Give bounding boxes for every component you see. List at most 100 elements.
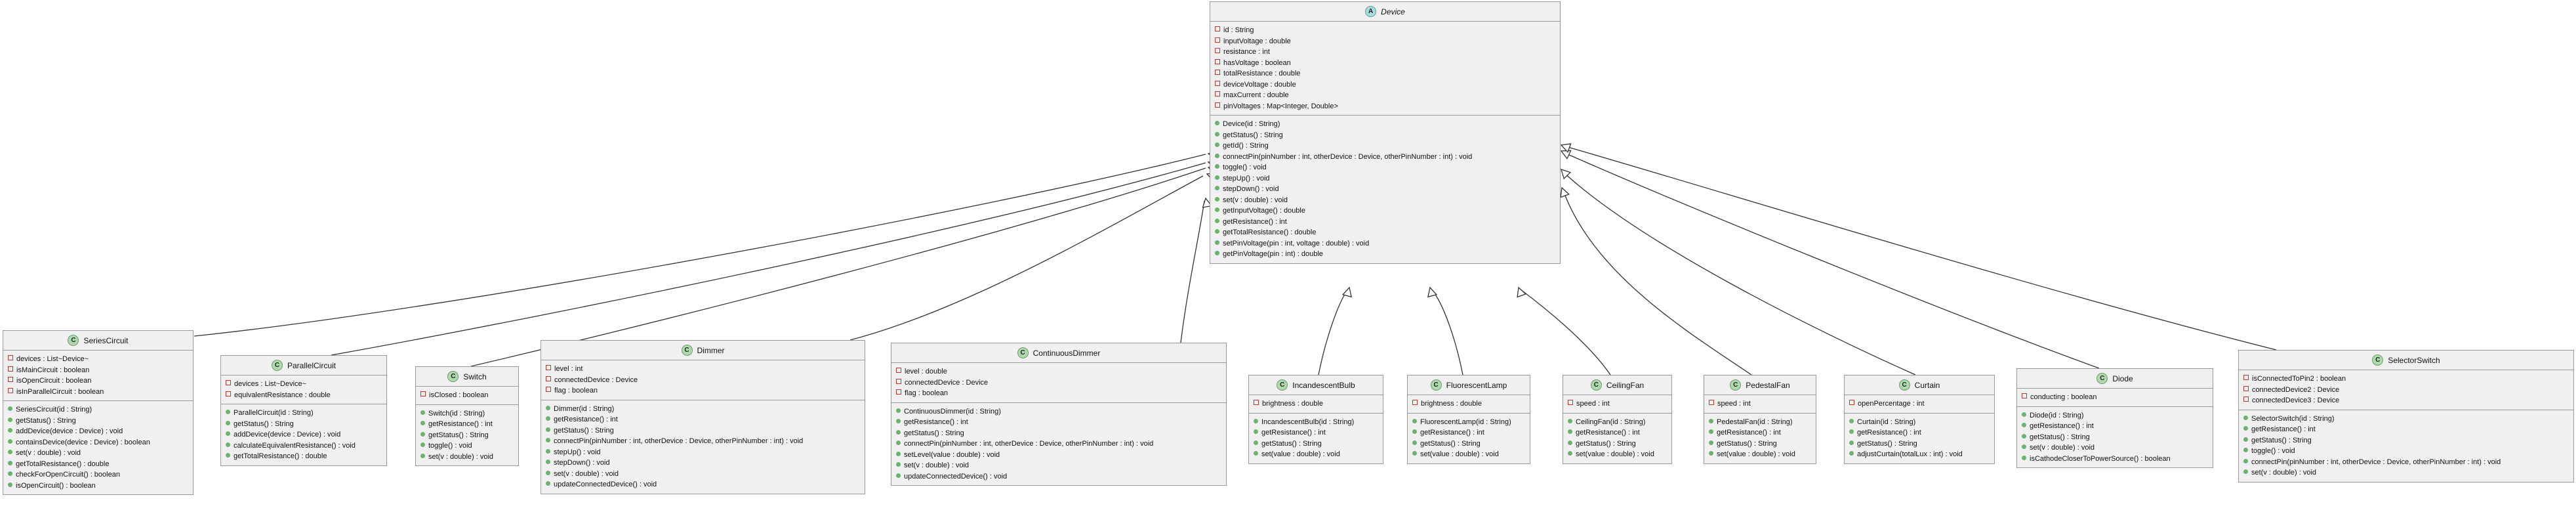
private-visibility-icon xyxy=(896,378,901,384)
private-visibility-icon xyxy=(1215,80,1220,86)
class-method: calculateEquivalentResistance() : void xyxy=(221,440,386,452)
inheritance-edge xyxy=(194,150,1218,337)
public-visibility-icon xyxy=(2022,412,2026,417)
public-visibility-icon xyxy=(546,427,550,432)
class-methods-section: SeriesCircuit(id : String)getStatus() : … xyxy=(3,401,193,495)
class-method-label: getResistance() : int xyxy=(1223,217,1287,226)
class-method-label: calculateEquivalentResistance() : void xyxy=(234,441,356,450)
class-method: Diode(id : String) xyxy=(2017,410,2213,421)
public-visibility-icon xyxy=(226,420,230,425)
class-attribute-label: devices : List~Device~ xyxy=(234,380,307,388)
class-method: checkForOpenCircuit() : boolean xyxy=(3,469,193,481)
class-method: connectPin(pinNumber : int, otherDevice … xyxy=(1210,152,1560,163)
private-visibility-icon xyxy=(1412,400,1418,405)
private-visibility-icon xyxy=(2243,375,2249,380)
class-method-label: addDevice(device : Device) : void xyxy=(234,431,341,439)
class-method: isOpenCircuit() : boolean xyxy=(3,481,193,492)
public-visibility-icon xyxy=(1215,142,1219,148)
public-visibility-icon xyxy=(1215,218,1219,223)
class-method-label: getTotalResistance() : double xyxy=(234,452,327,461)
class-attribute-label: isConnectedToPin2 : boolean xyxy=(2252,375,2346,383)
public-visibility-icon xyxy=(1568,440,1572,445)
class-attribute: isClosed : boolean xyxy=(416,390,518,401)
public-visibility-icon xyxy=(8,450,12,455)
class-methods-section: IncandescentBulb(id : String)getResistan… xyxy=(1249,413,1383,463)
class-attribute: isConnectedToPin2 : boolean xyxy=(2239,374,2573,385)
public-visibility-icon xyxy=(1215,121,1219,126)
class-attributes-section: conducting : boolean xyxy=(2017,389,2213,407)
class-method-label: isOpenCircuit() : boolean xyxy=(16,481,96,490)
class-attribute-label: deviceVoltage : double xyxy=(1223,80,1296,89)
class-method-label: stepUp() : void xyxy=(1223,174,1270,182)
private-visibility-icon xyxy=(1849,400,1854,405)
class-method: getStatus() : String xyxy=(1408,439,1530,450)
private-visibility-icon xyxy=(420,391,426,396)
inheritance-edge xyxy=(1560,143,2277,351)
public-visibility-icon xyxy=(1568,451,1572,456)
class-method: getResistance() : int xyxy=(416,419,518,430)
private-visibility-icon xyxy=(546,365,551,370)
class-badge-icon: C xyxy=(681,345,693,356)
class-method-label: set(v : double) : void xyxy=(2030,444,2095,452)
class-method-label: getId() : String xyxy=(1223,142,1269,150)
class-method: Switch(id : String) xyxy=(416,408,518,419)
class-name-label: SeriesCircuit xyxy=(83,335,129,345)
public-visibility-icon xyxy=(1849,429,1854,435)
class-method-label: getResistance() : int xyxy=(1420,429,1484,437)
public-visibility-icon xyxy=(1215,251,1219,256)
class-attribute-label: brightness : double xyxy=(1262,400,1323,408)
public-visibility-icon xyxy=(1254,429,1258,435)
public-visibility-icon xyxy=(420,410,425,415)
class-method: getResistance() : int xyxy=(1408,427,1530,439)
class-method-label: checkForOpenCircuit() : boolean xyxy=(16,471,120,479)
public-visibility-icon xyxy=(1215,207,1219,213)
class-method: set(v : double) : void xyxy=(891,460,1226,471)
class-method-label: PedestalFan(id : String) xyxy=(1717,418,1793,426)
class-method-label: stepUp() : void xyxy=(554,448,601,456)
class-attribute: openPercentage : int xyxy=(1845,398,1994,410)
class-attribute-label: connectedDevice : Device xyxy=(905,378,989,387)
class-method-label: getStatus() : String xyxy=(1717,439,1777,448)
class-attribute-label: brightness : double xyxy=(1421,400,1482,408)
class-name-label: Device xyxy=(1381,7,1405,16)
class-method-label: connectPin(pinNumber : int, otherDevice … xyxy=(554,437,804,446)
class-attribute: pinVoltages : Map<Integer, Double> xyxy=(1210,101,1560,112)
class-attribute: deviceVoltage : double xyxy=(1210,79,1560,91)
class-method-label: getResistance() : int xyxy=(1261,429,1326,437)
class-method-label: setLevel(value : double) : void xyxy=(904,450,1000,459)
class-method-label: getStatus() : String xyxy=(1576,439,1636,448)
class-method-label: toggle() : void xyxy=(1223,163,1267,172)
public-visibility-icon xyxy=(8,406,12,412)
class-method: getStatus() : String xyxy=(2017,432,2213,443)
class-method: SelectorSwitch(id : String) xyxy=(2239,414,2573,425)
public-visibility-icon xyxy=(2243,469,2248,475)
class-method-label: Curtain(id : String) xyxy=(1857,418,1916,426)
public-visibility-icon xyxy=(2022,433,2026,439)
public-visibility-icon xyxy=(2243,458,2248,463)
class-method-label: getResistance() : int xyxy=(1717,429,1781,437)
class-attributes-section: isClosed : boolean xyxy=(416,387,518,405)
class-badge-icon: C xyxy=(2372,354,2384,366)
inheritance-edge xyxy=(1561,168,1916,375)
inheritance-arrowhead xyxy=(1560,150,1572,160)
class-method: getResistance() : int xyxy=(2017,421,2213,432)
class-badge-icon: C xyxy=(447,371,459,382)
public-visibility-icon xyxy=(1215,186,1219,191)
